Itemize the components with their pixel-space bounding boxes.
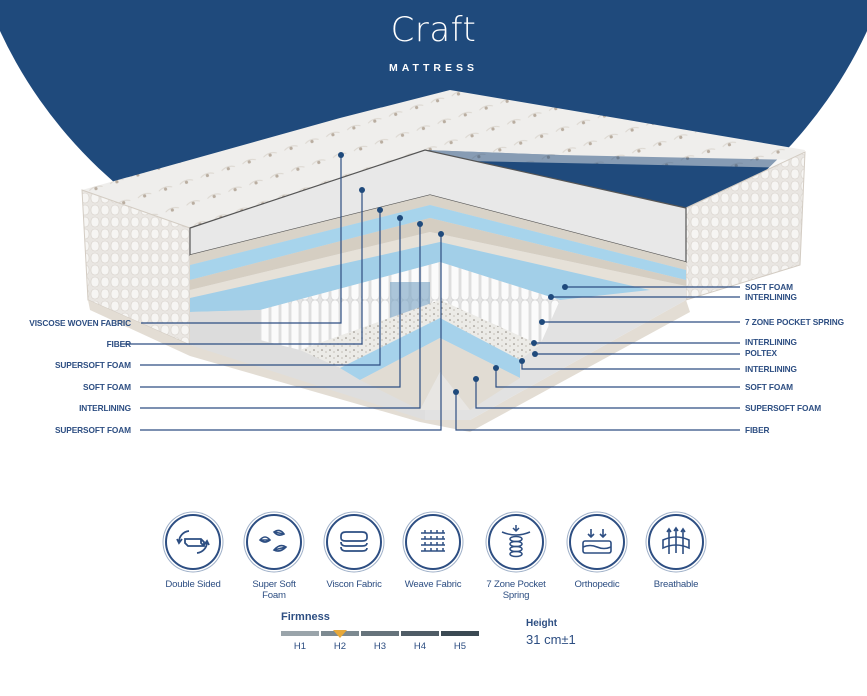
folded-fabric-icon	[326, 514, 382, 570]
feature-label: Super Soft Foam	[252, 579, 296, 601]
layer-label-right-9: FIBER	[745, 425, 770, 435]
layer-label-left-6: SUPERSOFT FOAM	[54, 425, 131, 435]
spring-icon	[488, 514, 544, 570]
brand-subtitle: MATTRESS	[389, 62, 478, 74]
layer-label-left-5: INTERLINING	[79, 403, 131, 413]
mattress-right-side	[685, 151, 806, 301]
feature-label: Orthopedic	[574, 579, 620, 590]
poltex-layer	[300, 300, 540, 368]
feature-double-sided: Double Sided	[148, 514, 238, 590]
height-title: Height	[526, 618, 558, 629]
feature-label: Double Sided	[165, 579, 221, 590]
feature-label: Weave Fabric	[404, 579, 462, 590]
layer-label-left-4: SOFT FOAM	[83, 382, 131, 392]
orthopedic-icon	[569, 514, 625, 570]
leader-lines-right	[455, 286, 740, 431]
height-value: 31 cm±1	[526, 632, 576, 647]
firmness-bar-h4	[401, 631, 439, 636]
mattress-cross-section-illustration	[81, 90, 806, 432]
double-sided-icon	[165, 514, 221, 570]
firmness-selected-marker	[333, 630, 347, 638]
feature-viscon-fabric: Viscon Fabric	[309, 514, 399, 590]
pointer-dots-right	[453, 284, 568, 395]
brand-title: Craft	[390, 10, 477, 50]
firmness-bar-h1	[281, 631, 319, 636]
layer-label-left-2: FIBER	[106, 339, 132, 349]
feature-label: 7 Zone Pocket Spring	[486, 579, 546, 601]
leader-lines-left	[120, 155, 442, 431]
firmness-label-h2: H2	[333, 641, 347, 652]
firmness-label-h5: H5	[453, 641, 467, 652]
firmness-title: Firmness	[281, 611, 330, 623]
layer-label-right-6: INTERLINING	[745, 364, 797, 374]
layer-label-right-2: INTERLINING	[745, 292, 797, 302]
layer-label-right-5: POLTEX	[745, 348, 777, 358]
layer-label-right-8: SUPERSOFT FOAM	[745, 403, 822, 413]
firmness-label-h1: H1	[293, 641, 307, 652]
feature-orthopedic: Orthopedic	[552, 514, 642, 590]
layer-label-right-7: SOFT FOAM	[745, 382, 793, 392]
layer-label-left-1: VISCOSE WOVEN FABRIC	[29, 318, 131, 328]
weave-icon	[405, 514, 461, 570]
firmness-bar-h5	[441, 631, 479, 636]
layer-label-right-1: SOFT FOAM	[745, 282, 793, 292]
breathable-icon	[648, 514, 704, 570]
firmness-label-h3: H3	[373, 641, 387, 652]
feature-label: Breathable	[653, 579, 699, 590]
firmness-bar-h3	[361, 631, 399, 636]
firmness-label-h4: H4	[413, 641, 427, 652]
layer-label-right-3: 7 ZONE POCKET SPRING	[745, 317, 844, 327]
feathers-icon	[246, 514, 302, 570]
pointer-dots-left	[338, 152, 444, 237]
layer-label-right-4: INTERLINING	[745, 337, 797, 347]
feature-label: Viscon Fabric	[326, 579, 382, 590]
feature-breathable: Breathable	[631, 514, 721, 590]
layer-label-left-3: SUPERSOFT FOAM	[54, 360, 131, 370]
feature-weave-fabric: Weave Fabric	[388, 514, 478, 590]
feature-7-zone-pocket-spring: 7 Zone Pocket Spring	[471, 514, 561, 601]
feature-super-soft-foam: Super Soft Foam	[229, 514, 319, 601]
